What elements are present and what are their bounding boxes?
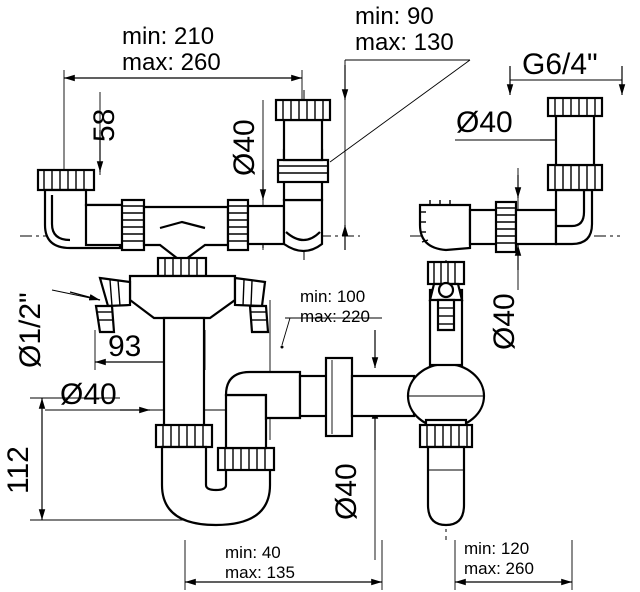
left-tailpiece-diameter-label: Ø40 (228, 119, 261, 176)
hose-connector-label: Ø1/2" (14, 292, 47, 368)
flange-offset-max-label: max: 220 (300, 307, 370, 326)
lower-pipe-diameter-label: Ø40 (330, 463, 363, 520)
right-pipe-diameter-label: Ø40 (488, 293, 521, 350)
trap-height-label: 112 (2, 446, 35, 494)
right-sink-assembly (350, 96, 604, 527)
left-hose-nozzle (94, 276, 132, 334)
dimension-labels: min: 210 max: 260 min: 90 max: 130 G6/4"… (2, 3, 598, 582)
outlet-height-max-label: max: 130 (355, 29, 454, 56)
flange-offset-min-label: min: 100 (300, 287, 365, 306)
ring-nut-teeth (420, 200, 451, 243)
outlet-height-min-label: min: 90 (355, 3, 434, 30)
thread-size-label: G6/4" (522, 48, 598, 81)
top-width-max-label: max: 260 (122, 49, 221, 76)
bottle-offset-max-label: max: 260 (464, 559, 534, 578)
trap-offset-min-label: min: 40 (225, 543, 281, 562)
left-sink-assembly (36, 98, 354, 527)
outlet-diameter-label: Ø40 (60, 378, 117, 411)
connector-spacing-label: 93 (108, 330, 141, 363)
right-top-diameter-label: Ø40 (456, 106, 513, 139)
right-hose-nozzle (233, 276, 270, 334)
top-width-min-label: min: 210 (122, 23, 214, 50)
side-valve (426, 260, 466, 332)
trap-offset-max-label: max: 135 (225, 563, 295, 582)
bottle-offset-min-label: min: 120 (464, 539, 529, 558)
tailpiece-height-label: 58 (88, 109, 121, 142)
